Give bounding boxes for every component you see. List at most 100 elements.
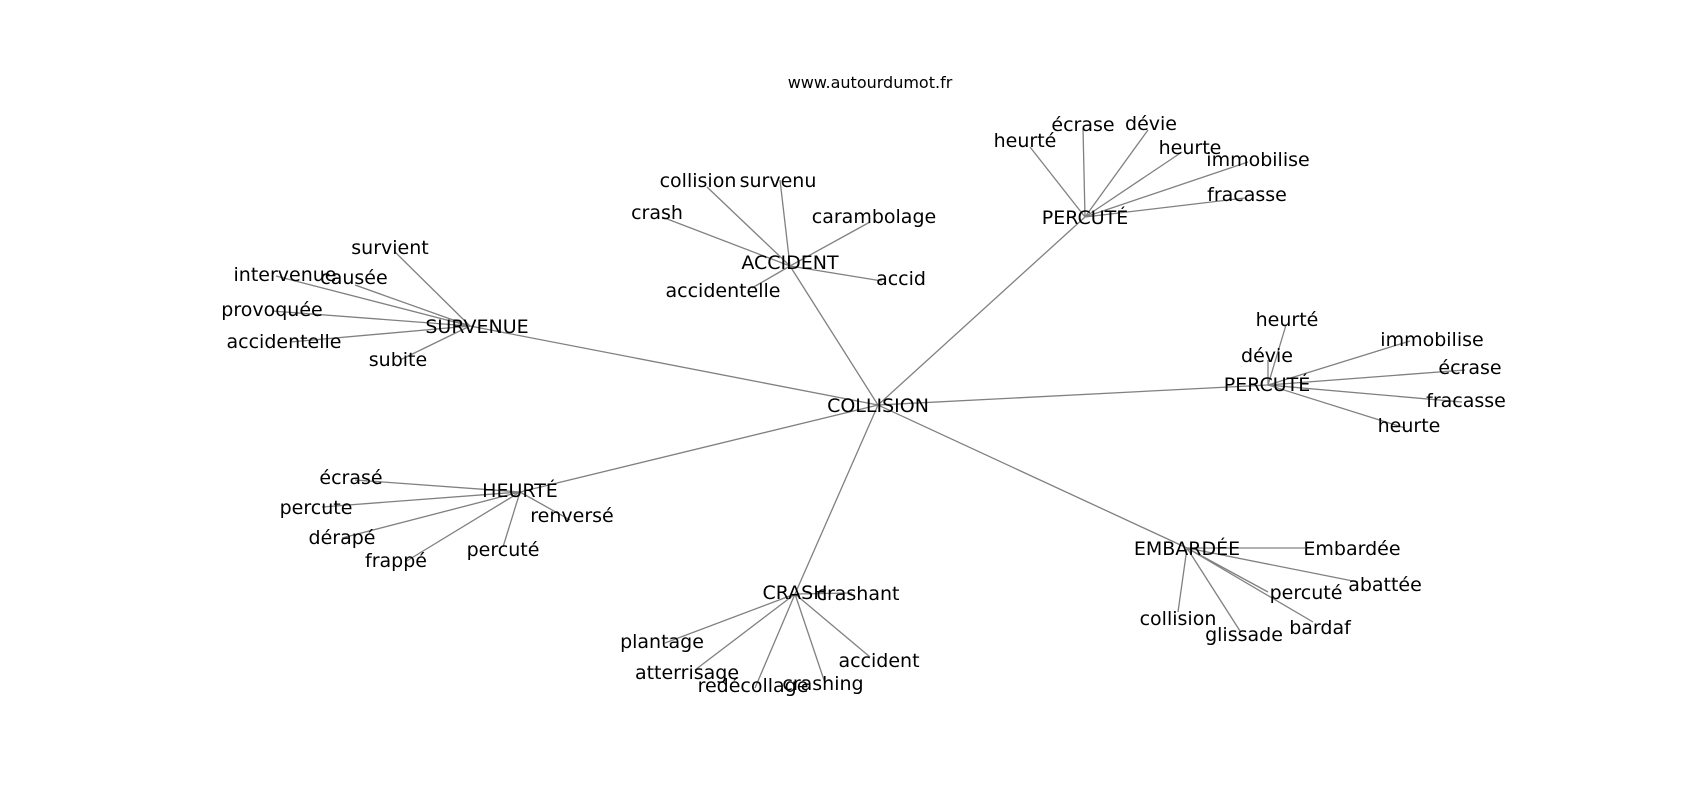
- edge-heurte-5: [519, 491, 571, 521]
- edge-survenue-4: [289, 325, 471, 343]
- edge-crash-3: [754, 593, 796, 689]
- leaf-label-survenue-4: accidentelle: [227, 331, 342, 353]
- leaf-label-percute-top-0: heurté: [994, 130, 1057, 152]
- edge-root-survenue: [469, 325, 879, 406]
- edge-percute-top-0: [1029, 146, 1086, 218]
- leaf-label-percute-top-4: immobilise: [1206, 149, 1309, 171]
- leaf-label-percute-right-3: écrase: [1438, 357, 1501, 379]
- cluster-label-crash: CRASH: [762, 582, 827, 604]
- leaf-label-embardee-3: bardaf: [1289, 617, 1352, 639]
- leaf-label-percute-right-5: heurte: [1378, 415, 1441, 437]
- leaf-label-heurte-3: frappé: [365, 550, 427, 572]
- leaf-label-percute-right-4: fracasse: [1426, 390, 1506, 412]
- edge-percute-right-2: [1267, 340, 1411, 386]
- leaf-label-heurte-4: percuté: [467, 539, 540, 561]
- leaf-label-crash-1: plantage: [620, 631, 704, 653]
- edge-accident-1: [779, 179, 791, 267]
- edge-heurte-2: [341, 491, 521, 539]
- leaf-label-percute-right-2: immobilise: [1380, 329, 1483, 351]
- leaf-label-accident-3: carambolage: [812, 206, 936, 228]
- cluster-label-percute-right: PERCUTÉ: [1224, 373, 1311, 396]
- edge-percute-top-3: [1084, 151, 1183, 218]
- leaf-label-percute-top-3: heurte: [1159, 137, 1222, 159]
- leaf-label-embardee-2: percuté: [1270, 582, 1343, 604]
- leaf-label-embardee-4: glissade: [1205, 624, 1283, 646]
- cluster-label-accident: ACCIDENT: [741, 252, 839, 274]
- leaf-label-percute-top-5: fracasse: [1207, 184, 1287, 206]
- edge-accident-2: [661, 216, 791, 267]
- leaf-label-heurte-0: écrasé: [319, 467, 382, 489]
- edge-percute-top-1: [1082, 127, 1086, 218]
- edge-root-embardee: [877, 404, 1188, 549]
- leaf-label-percute-right-0: heurté: [1256, 309, 1319, 331]
- leaf-label-embardee-0: Embardée: [1303, 538, 1400, 560]
- site-label: www.autourdumot.fr: [788, 73, 953, 92]
- edge-percute-right-0: [1267, 324, 1287, 386]
- edge-percute-top-4: [1084, 161, 1249, 218]
- leaf-label-heurte-1: percute: [280, 497, 353, 519]
- cluster-label-percute-top: PERCUTÉ: [1042, 206, 1129, 229]
- cluster-label-survenue: SURVENUE: [425, 316, 528, 338]
- edge-embardee-4: [1186, 547, 1241, 632]
- edge-percute-right-5: [1267, 384, 1406, 429]
- edge-survenue-2: [354, 284, 471, 327]
- edge-embardee-3: [1186, 547, 1314, 623]
- leaf-label-percute-right-1: dévie: [1241, 345, 1293, 367]
- edge-crash-4: [794, 593, 826, 684]
- edge-crash-0: [794, 592, 853, 595]
- leaf-label-accident-1: survenu: [740, 170, 817, 192]
- leaf-label-accident-0: collision: [660, 170, 737, 192]
- edge-percute-right-4: [1267, 384, 1463, 403]
- leaf-label-crash-5: accident: [838, 650, 919, 672]
- leaf-label-survenue-1: intervenue: [234, 264, 337, 286]
- edge-crash-5: [794, 593, 871, 658]
- leaf-label-accident-2: crash: [631, 202, 683, 224]
- edge-root-heurte: [519, 404, 879, 493]
- edge-survenue-0: [394, 251, 471, 327]
- edge-survenue-1: [275, 275, 471, 327]
- edge-heurte-4: [502, 491, 521, 548]
- edge-accident-5: [751, 265, 791, 289]
- cluster-label-heurte: HEURTÉ: [482, 479, 558, 502]
- leaf-label-percute-top-2: dévie: [1125, 113, 1177, 135]
- edge-accident-3: [789, 221, 871, 267]
- leaf-label-heurte-2: dérapé: [309, 527, 376, 549]
- leaf-label-crash-2: atterrisage: [635, 662, 739, 684]
- leaf-label-heurte-5: renversé: [530, 505, 613, 527]
- edge-embardee-1: [1186, 547, 1359, 583]
- leaf-label-survenue-0: survient: [351, 237, 428, 259]
- graph-edges: [271, 127, 1466, 689]
- leaf-label-crash-3: redécollage: [698, 675, 809, 697]
- leaf-label-accident-4: accid: [876, 268, 926, 290]
- edge-percute-top-5: [1084, 197, 1246, 218]
- edge-heurte-0: [354, 479, 521, 493]
- edge-accident-4: [789, 265, 883, 282]
- edge-crash-2: [694, 593, 796, 671]
- edge-root-percute-right: [877, 384, 1269, 406]
- leaf-label-percute-top-1: écrase: [1051, 114, 1114, 136]
- cluster-label-embardee: EMBARDÉE: [1134, 537, 1240, 560]
- root-label-collision: COLLISION: [827, 395, 929, 417]
- edge-crash-1: [664, 593, 796, 644]
- edge-survenue-3: [271, 310, 471, 327]
- leaf-label-crash-0: crashant: [817, 583, 900, 605]
- edge-percute-right-3: [1267, 369, 1466, 386]
- leaf-label-survenue-5: subite: [369, 349, 427, 371]
- edge-heurte-1: [321, 491, 521, 508]
- edge-embardee-5: [1177, 547, 1188, 613]
- edge-root-percute-top: [877, 216, 1086, 406]
- edge-root-crash: [794, 404, 879, 595]
- leaf-label-crash-4: crashing: [782, 673, 863, 695]
- edge-accident-0: [706, 186, 791, 267]
- edge-root-accident: [789, 265, 879, 406]
- edge-heurte-3: [404, 491, 521, 563]
- leaf-label-embardee-5: collision: [1140, 608, 1217, 630]
- leaf-label-survenue-3: provoquée: [221, 299, 322, 321]
- leaf-label-survenue-2: causée: [320, 267, 387, 289]
- leaf-label-accident-5: accidentelle: [666, 280, 781, 302]
- edge-percute-top-2: [1084, 129, 1149, 218]
- leaf-label-embardee-1: abattée: [1348, 574, 1422, 596]
- edge-survenue-5: [399, 325, 471, 361]
